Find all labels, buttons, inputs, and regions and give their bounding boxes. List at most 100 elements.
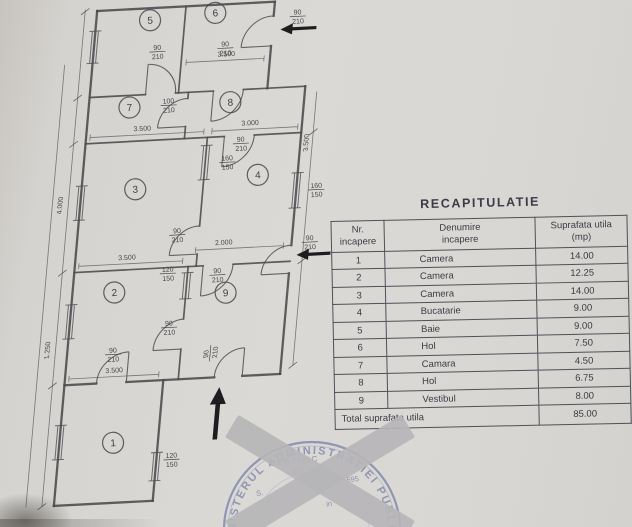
svg-text:90: 90 <box>306 235 314 242</box>
door-arc <box>240 15 274 49</box>
svg-text:210: 210 <box>107 356 119 364</box>
svg-text:4.000: 4.000 <box>56 196 65 215</box>
door-arc <box>152 318 184 352</box>
entrance-arrow-left-middle <box>296 248 331 260</box>
row-nr: 6 <box>333 338 388 358</box>
svg-text:3.000: 3.000 <box>241 120 259 128</box>
entrance-arrow-up-bottom <box>209 387 226 440</box>
svg-text:6: 6 <box>212 8 219 19</box>
row-nr: 5 <box>333 321 387 340</box>
col-header-nr: Nr. incapere <box>330 220 385 253</box>
dimension-label: 3.500 <box>217 51 235 59</box>
svg-text:210: 210 <box>220 50 232 58</box>
window-symbol <box>288 171 304 209</box>
row-area: 8.00 <box>538 385 631 406</box>
entrance-arrows <box>209 23 331 440</box>
room-number: 5 <box>138 9 162 32</box>
interior-walls <box>73 5 307 381</box>
dimension-labels: 3.500 3.500 3.000 3.500 2.000 3.500 4.000 1.250… <box>43 9 325 469</box>
svg-text:3.500: 3.500 <box>133 125 151 133</box>
svg-text:120: 120 <box>165 452 177 460</box>
stamp-number: 695 <box>346 474 359 484</box>
row-area: 12.25 <box>536 263 629 283</box>
dimension-lines <box>25 8 318 511</box>
window-symbol <box>72 185 88 222</box>
door-arcs <box>95 15 292 384</box>
svg-text:90: 90 <box>294 9 302 16</box>
room-number: 7 <box>118 96 141 119</box>
dimension-label: 1.250 <box>43 341 52 360</box>
stamp-inner-ring <box>227 445 397 527</box>
row-area: 4.50 <box>538 351 631 371</box>
window-symbol <box>148 451 163 482</box>
row-area: 9.00 <box>537 316 630 336</box>
svg-text:9: 9 <box>223 288 230 299</box>
recap-table-block: RECAPITULATIE Nr. incapere Denumire inca… <box>330 193 632 430</box>
recap-table: Nr. incapere Denumire incapere Suprafata… <box>330 215 632 430</box>
svg-text:210: 210 <box>163 107 175 115</box>
svg-text:90: 90 <box>165 320 173 327</box>
svg-text:3.500: 3.500 <box>302 133 311 152</box>
door-arc <box>260 244 292 276</box>
svg-text:150: 150 <box>162 275 174 283</box>
svg-text:210: 210 <box>152 54 164 62</box>
dimension-label: 3.500 <box>118 254 136 262</box>
door-arc <box>221 134 255 168</box>
window-symbol <box>86 30 102 65</box>
door-arc <box>156 97 188 129</box>
svg-text:210: 210 <box>292 18 304 26</box>
stamp-small-mark: in <box>326 499 333 509</box>
svg-text:150: 150 <box>222 164 234 172</box>
svg-text:120: 120 <box>162 266 174 274</box>
svg-text:210: 210 <box>211 346 220 359</box>
svg-text:2.000: 2.000 <box>215 239 233 247</box>
svg-text:8: 8 <box>227 98 234 109</box>
svg-text:1: 1 <box>110 438 117 449</box>
stamp-left-mark: S. <box>256 488 264 498</box>
floor-plan: 3.500 3.500 3.000 3.500 2.000 3.500 4.000 1.250… <box>25 0 331 511</box>
window-symbols <box>51 30 304 482</box>
row-nr: 2 <box>331 268 386 288</box>
door-arc <box>95 351 130 384</box>
svg-text:90: 90 <box>202 349 211 358</box>
svg-text:90: 90 <box>213 268 221 275</box>
room-number: 6 <box>204 1 227 24</box>
svg-text:3: 3 <box>132 185 139 196</box>
door-arc <box>144 63 177 95</box>
window-symbol <box>197 144 213 181</box>
dimension-label: 3.500 <box>133 125 151 133</box>
svg-text:150: 150 <box>311 191 323 199</box>
door-arc <box>213 347 246 378</box>
svg-text:5: 5 <box>147 16 154 27</box>
svg-text:2: 2 <box>111 288 118 299</box>
svg-text:210: 210 <box>235 145 247 153</box>
row-nr: 7 <box>333 356 388 375</box>
svg-text:3.500: 3.500 <box>105 367 123 375</box>
entrance-arrow-left-top <box>280 23 317 35</box>
row-area: 9.00 <box>536 298 630 318</box>
window-symbol <box>51 424 67 461</box>
room-number: 4 <box>246 163 269 186</box>
svg-text:150: 150 <box>166 461 178 469</box>
svg-text:90: 90 <box>237 136 245 143</box>
window-symbol <box>179 271 194 300</box>
room-numbers: 5 6 7 8 3 4 2 9 1 <box>101 1 269 454</box>
svg-text:1.250: 1.250 <box>43 341 52 360</box>
row-nr: 9 <box>334 391 389 410</box>
svg-text:160: 160 <box>221 155 233 163</box>
door-arc <box>210 89 244 122</box>
svg-text:7: 7 <box>126 103 133 114</box>
